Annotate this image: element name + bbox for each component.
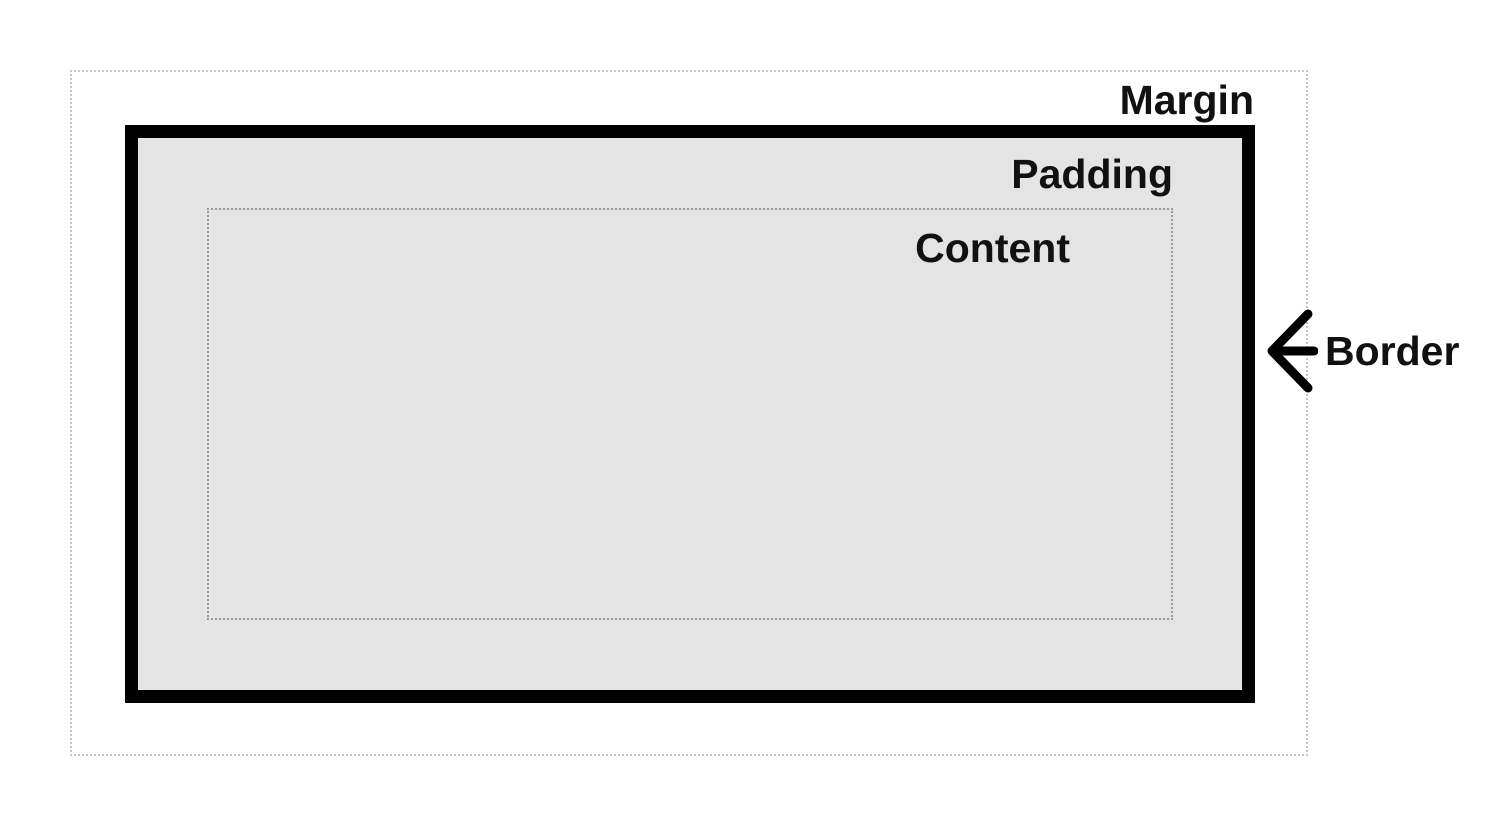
content-label: Content (915, 225, 1070, 271)
border-label: Border (1325, 328, 1460, 374)
margin-area (70, 70, 1308, 756)
content-area (207, 208, 1173, 620)
arrow-left-icon (1267, 309, 1318, 393)
margin-label: Margin (1119, 77, 1254, 123)
padding-label: Padding (1011, 151, 1173, 197)
border-area (125, 125, 1255, 703)
